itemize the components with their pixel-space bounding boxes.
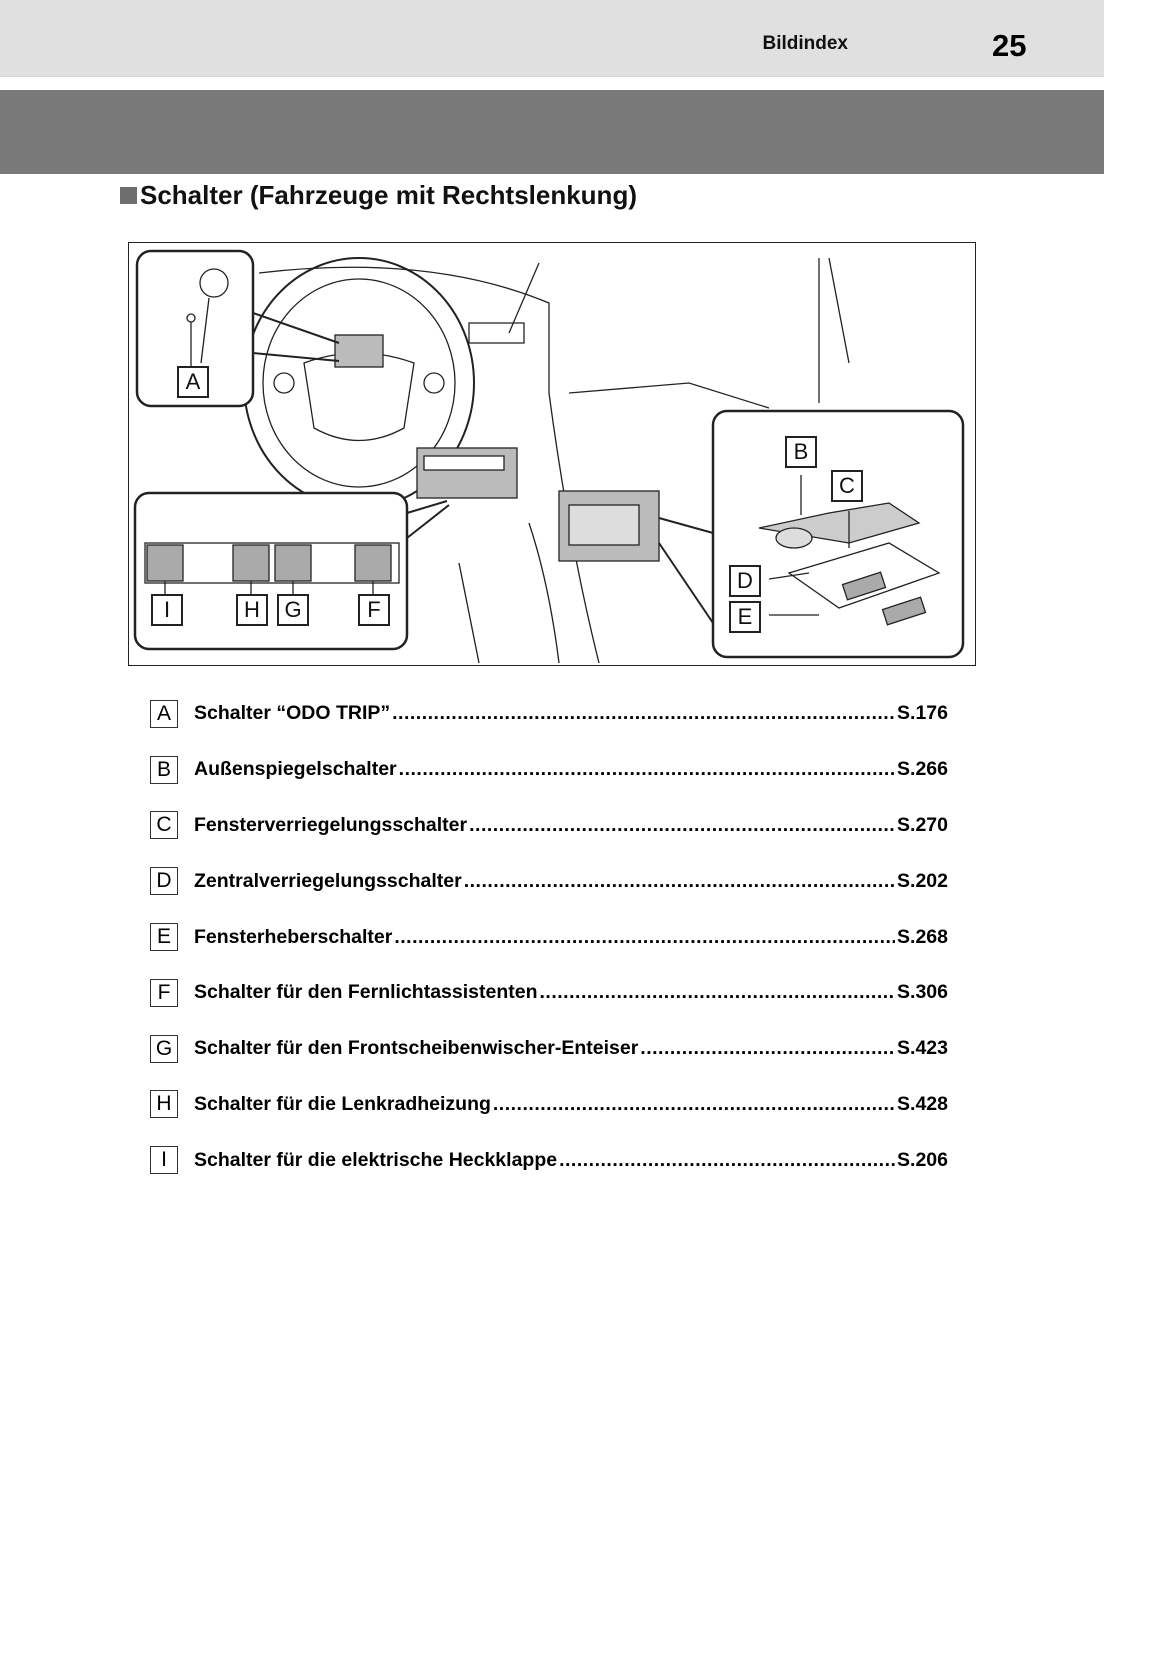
page-reference-link[interactable]: S.176 — [897, 702, 948, 725]
item-key: F — [150, 978, 178, 1007]
list-item[interactable]: F Schalter für den Fernlichtassistenten S.… — [150, 965, 948, 1021]
item-key: H — [150, 1090, 178, 1119]
leader-dots — [469, 814, 895, 837]
page-reference-link[interactable]: S.270 — [897, 813, 948, 836]
leader-dots — [493, 1093, 895, 1116]
item-key: D — [150, 867, 178, 896]
item-key: A — [150, 699, 178, 728]
label-f: F — [358, 594, 390, 626]
item-name: Schalter für den Frontscheibenwischer-En… — [194, 1037, 639, 1060]
item-name: Fensterheberschalter — [194, 925, 393, 948]
item-key: E — [150, 923, 178, 952]
leader-dots — [464, 870, 895, 893]
bullet-square-icon — [120, 187, 137, 204]
label-g: G — [277, 594, 309, 626]
page-reference-link[interactable]: S.202 — [897, 869, 948, 892]
leader-dots — [394, 926, 895, 949]
item-key: I — [150, 1146, 178, 1175]
list-item[interactable]: A Schalter “ODO TRIP” S.176 — [150, 686, 948, 742]
label-i: I — [151, 594, 183, 626]
leader-dots — [399, 758, 895, 781]
page-reference-link[interactable]: S.306 — [897, 981, 948, 1004]
item-key: B — [150, 755, 178, 784]
chapter-bar — [0, 90, 1104, 174]
cockpit-drawing — [133, 249, 965, 664]
list-item[interactable]: I Schalter für die elektrische Heckklappe… — [150, 1132, 948, 1188]
page-reference-link[interactable]: S.423 — [897, 1037, 948, 1060]
list-item[interactable]: C Fensterverriegelungsschalter S.270 — [150, 798, 948, 854]
label-h: H — [236, 594, 268, 626]
list-item[interactable]: B Außenspiegelschalter S.266 — [150, 742, 948, 798]
page-reference-link[interactable]: S.266 — [897, 758, 948, 781]
label-d: D — [729, 565, 761, 597]
page-reference-link[interactable]: S.428 — [897, 1092, 948, 1115]
item-name: Schalter für den Fernlichtassistenten — [194, 981, 538, 1004]
item-name: Außenspiegelschalter — [194, 758, 397, 781]
item-name: Schalter für die Lenkradheizung — [194, 1092, 491, 1115]
list-item[interactable]: G Schalter für den Frontscheibenwischer-E… — [150, 1021, 948, 1077]
page-reference-link[interactable]: S.206 — [897, 1148, 948, 1171]
leader-dots — [392, 702, 895, 725]
section-title: Bildindex — [762, 33, 848, 54]
leader-dots — [640, 1037, 895, 1060]
item-name: Zentralverriegelungsschalter — [194, 869, 462, 892]
page-title-text: Schalter (Fahrzeuge mit Rechtslenkung) — [140, 180, 637, 210]
label-e: E — [729, 601, 761, 633]
switch-illustration: A B C D E I H G F — [128, 242, 976, 666]
list-item[interactable]: H Schalter für die Lenkradheizung S.428 — [150, 1077, 948, 1133]
item-name: Schalter für die elektrische Heckklappe — [194, 1148, 558, 1171]
label-b: B — [785, 436, 817, 468]
label-a: A — [177, 366, 209, 398]
leader-dots — [540, 981, 896, 1004]
header-bar: Bildindex 25 — [0, 0, 1104, 77]
page-reference-link[interactable]: S.268 — [897, 925, 948, 948]
item-key: C — [150, 811, 178, 840]
item-name: Fensterverriegelungsschalter — [194, 813, 468, 836]
page-number: 25 — [992, 28, 1027, 63]
item-key: G — [150, 1034, 178, 1063]
page-title: Schalter (Fahrzeuge mit Rechtslenkung) — [120, 180, 637, 211]
leader-dots — [559, 1149, 895, 1172]
switch-index-list: A Schalter “ODO TRIP” S.176 B Außenspiegels… — [150, 686, 948, 1188]
label-c: C — [831, 470, 863, 502]
list-item[interactable]: E Fensterheberschalter S.268 — [150, 909, 948, 965]
item-name: Schalter “ODO TRIP” — [194, 702, 391, 725]
list-item[interactable]: D Zentralverriegelungsschalter S.202 — [150, 853, 948, 909]
